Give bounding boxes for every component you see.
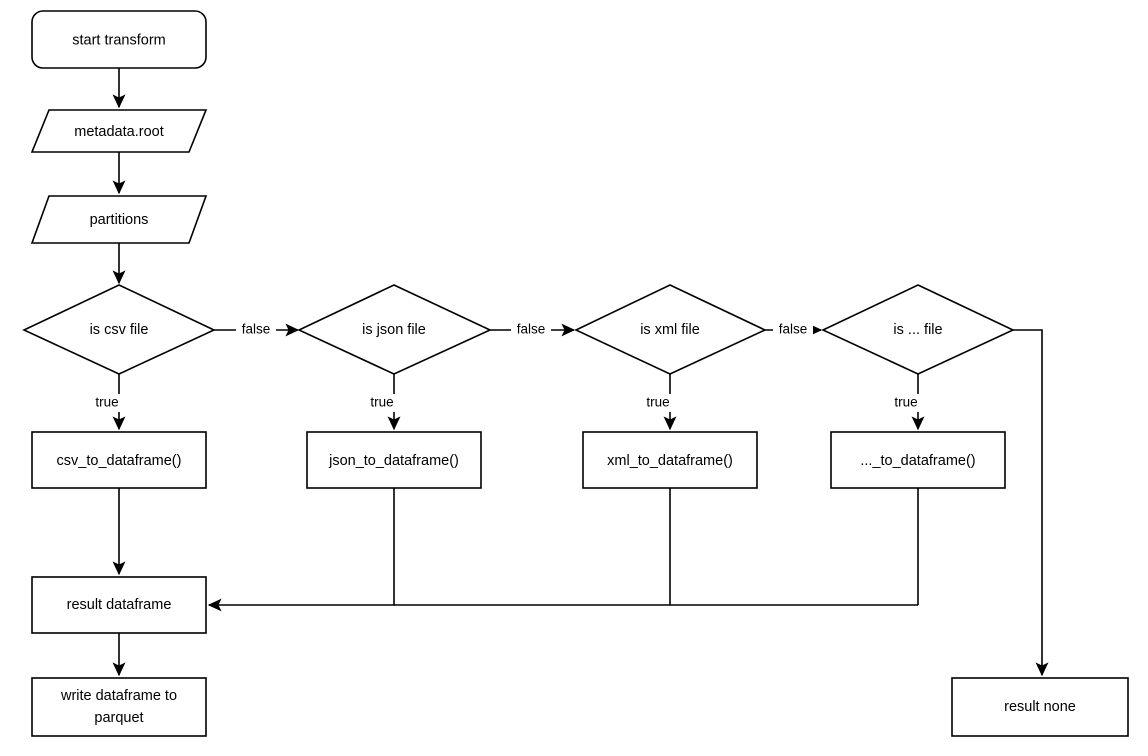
edge-labels-layer: false false false true true true: [93, 321, 922, 412]
edge-label-xml-true-wrap: true: [644, 394, 674, 412]
node-json-to-dataframe[interactable]: json_to_dataframe(): [306, 431, 482, 489]
edge-label-other-true-bg: [892, 394, 922, 412]
xml-to-dataframe-label: xml_to_dataframe(): [607, 453, 733, 469]
edge-label-other-true: true: [894, 395, 917, 410]
start-transform-shape[interactable]: [31, 10, 207, 69]
edge-label-other-true-wrap: true: [892, 394, 922, 412]
node-result-dataframe[interactable]: result dataframe: [31, 576, 207, 634]
edges-layer: [112, 68, 1049, 677]
edge-label-json-true-bg: [368, 394, 398, 412]
edge-label-csv-true: true: [95, 395, 118, 410]
metadata-root-label: metadata.root: [74, 124, 163, 140]
nodes-layer: start transform metadata.root partitions…: [22, 10, 1129, 737]
other-to-dataframe-label: ..._to_dataframe(): [860, 453, 975, 469]
edge-label-xml-false-bg: [773, 321, 813, 339]
partitions-label: partitions: [90, 212, 149, 228]
other-to-dataframe-shape[interactable]: [830, 431, 1006, 489]
result-dataframe-shape[interactable]: [31, 576, 207, 634]
start-transform-label: start transform: [72, 32, 165, 48]
is-xml-file-label: is xml file: [640, 322, 700, 338]
edge-label-csv-false-wrap: false: [236, 321, 276, 339]
csv-to-dataframe-shape[interactable]: [31, 431, 207, 489]
node-xml-to-dataframe[interactable]: xml_to_dataframe(): [582, 431, 758, 489]
json-to-dataframe-label: json_to_dataframe(): [328, 453, 459, 469]
node-metadata-root[interactable]: metadata.root: [30, 109, 208, 153]
is-other-file-shape[interactable]: [821, 284, 1015, 375]
is-json-file-label: is json file: [362, 322, 426, 338]
edge-label-json-false-bg: [511, 321, 551, 339]
csv-to-dataframe-label: csv_to_dataframe(): [57, 453, 182, 469]
json-to-dataframe-shape[interactable]: [306, 431, 482, 489]
edge-label-xml-true: true: [646, 395, 669, 410]
edge-label-xml-false: false: [779, 322, 808, 337]
edge-label-csv-false-bg: [236, 321, 276, 339]
is-json-file-shape[interactable]: [297, 284, 492, 375]
node-is-xml-file[interactable]: is xml file: [574, 284, 767, 375]
xml-to-dataframe-shape[interactable]: [582, 431, 758, 489]
edge-label-csv-false: false: [242, 322, 271, 337]
node-write-dataframe-to-parquet[interactable]: write dataframe to parquet: [31, 677, 207, 737]
edge-label-json-true: true: [370, 395, 393, 410]
node-is-json-file[interactable]: is json file: [297, 284, 492, 375]
metadata-root-shape[interactable]: [30, 109, 208, 153]
node-is-csv-file[interactable]: is csv file: [22, 284, 216, 375]
node-is-other-file[interactable]: is ... file: [821, 284, 1015, 375]
edge-label-json-false-wrap: false: [511, 321, 551, 339]
is-csv-file-label: is csv file: [90, 322, 149, 338]
node-csv-to-dataframe[interactable]: csv_to_dataframe(): [31, 431, 207, 489]
edge-is-other-false-to-result-none: [1013, 329, 1049, 677]
result-none-label: result none: [1004, 699, 1076, 715]
edge-label-json-false: false: [517, 322, 546, 337]
edge-label-xml-true-bg: [644, 394, 674, 412]
node-result-none[interactable]: result none: [951, 677, 1129, 737]
edge-label-json-true-wrap: true: [368, 394, 398, 412]
edge-json-fn-to-result-dataframe: [207, 488, 395, 612]
result-none-shape[interactable]: [951, 677, 1129, 737]
write-parquet-shape[interactable]: [31, 677, 207, 737]
node-other-to-dataframe[interactable]: ..._to_dataframe(): [830, 431, 1006, 489]
partitions-shape[interactable]: [30, 195, 208, 244]
edge-label-xml-false-wrap: false: [773, 321, 813, 339]
is-other-file-label: is ... file: [893, 322, 942, 338]
is-csv-file-shape[interactable]: [22, 284, 216, 375]
is-xml-file-shape[interactable]: [574, 284, 767, 375]
node-start-transform[interactable]: start transform: [31, 10, 207, 69]
edge-label-csv-true-wrap: true: [93, 394, 123, 412]
write-parquet-label-line2: parquet: [94, 710, 143, 726]
write-parquet-label-line1: write dataframe to: [60, 688, 177, 704]
result-dataframe-label: result dataframe: [67, 597, 172, 613]
edge-label-csv-true-bg: [93, 394, 123, 412]
node-partitions[interactable]: partitions: [30, 195, 208, 244]
